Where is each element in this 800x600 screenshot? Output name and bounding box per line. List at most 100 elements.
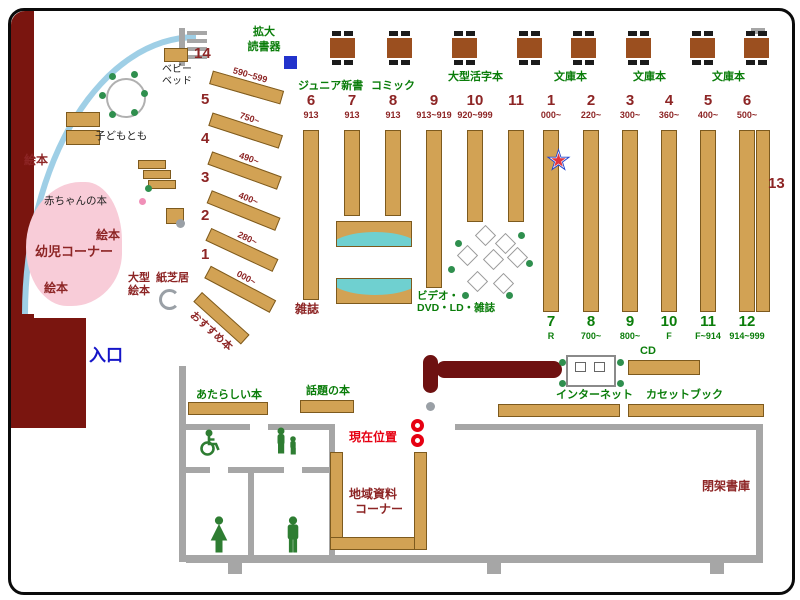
column-number: 9	[429, 92, 439, 109]
current-location-marker	[411, 434, 424, 447]
chair-icon	[131, 109, 138, 116]
junior-shinsho-label: ジュニア新書	[298, 80, 364, 92]
column-range: F~914	[695, 330, 721, 341]
column-range: 913~919	[416, 109, 452, 120]
bunko-label: 文庫本	[554, 71, 587, 83]
seat-icon	[492, 272, 515, 295]
stairs-step	[187, 31, 207, 35]
chair-icon	[109, 73, 116, 80]
pillar-icon	[159, 289, 180, 310]
chair-icon	[455, 240, 462, 247]
chair-icon	[518, 232, 525, 239]
cd-shelf	[628, 360, 700, 375]
service-counter	[436, 361, 562, 378]
bookshelf	[508, 130, 524, 222]
womens-toilet-icon	[208, 516, 230, 559]
pillar-dot	[176, 219, 185, 228]
pillar-dot	[426, 402, 435, 411]
new-books-label: あたらしい本	[196, 389, 262, 401]
shelf-number: 14	[194, 45, 211, 62]
column-range: 400~	[697, 109, 719, 120]
stairs-step	[187, 39, 207, 43]
column-number: 6	[742, 92, 752, 109]
wall-segment	[186, 467, 210, 473]
column-number: 4	[664, 92, 674, 109]
baby-bed-label: ベッド	[162, 76, 192, 87]
column-range: 920~999	[457, 109, 493, 120]
wall-segment	[756, 424, 763, 555]
column-range: 913	[344, 109, 360, 120]
column-range: 800~	[619, 330, 641, 341]
baby-books-label: 赤ちゃんの本	[44, 195, 107, 207]
magnifier-label: 拡大	[253, 26, 275, 38]
reading-table	[452, 31, 477, 65]
chair-icon	[506, 292, 513, 299]
chair-icon	[559, 359, 566, 366]
column-range: F	[666, 330, 672, 341]
bookshelf	[330, 537, 427, 550]
ehon-label: 絵本	[24, 153, 49, 167]
wall-segment	[268, 424, 330, 430]
reading-table	[626, 31, 651, 65]
bunko-label: 文庫本	[633, 71, 666, 83]
terminal-icon	[575, 362, 586, 372]
bookshelf	[303, 130, 319, 300]
kamishibai-label: 紙芝居	[156, 272, 189, 284]
column-number: 11	[508, 92, 524, 109]
column-range: 220~	[580, 109, 602, 120]
reading-table	[387, 31, 412, 65]
column-range: 700~	[580, 330, 602, 341]
shelf-number: 4	[201, 130, 210, 147]
column-range: 300~	[619, 109, 641, 120]
chair-icon	[617, 380, 624, 387]
rack-curve	[337, 279, 411, 295]
steps	[148, 180, 176, 189]
column-header: 11	[496, 92, 536, 110]
wall-segment	[751, 28, 765, 34]
topic-books-shelf	[300, 400, 354, 413]
service-counter	[423, 355, 438, 393]
column-number: 7	[347, 92, 357, 109]
stairs-step	[187, 47, 207, 51]
chair-icon	[99, 92, 106, 99]
large-ehon-label: 大型	[128, 272, 150, 284]
chair-icon	[448, 266, 455, 273]
entrance-label: 入口	[89, 346, 123, 365]
shelf-number: 1	[201, 246, 210, 263]
infant-corner-area	[26, 182, 122, 306]
ehon-label: 絵本	[96, 228, 121, 242]
infant-corner-label: 幼児コーナー	[34, 244, 113, 259]
bookshelf	[700, 130, 716, 312]
column-range: 913	[303, 109, 319, 120]
video-corner-label: ビデオ・	[417, 290, 459, 302]
wall-segment	[455, 424, 756, 430]
seat-icon	[466, 270, 489, 293]
mens-toilet-icon	[282, 516, 304, 559]
seat-icon	[456, 244, 479, 267]
magnifier-device-icon	[284, 56, 297, 69]
shelf-number: 2	[201, 207, 210, 224]
stairs-wall	[179, 28, 185, 66]
bookshelf	[739, 130, 755, 312]
kodomotomo-label: 子どもとも	[95, 130, 148, 142]
wall-stub	[228, 561, 242, 574]
baby-bed-label: ベビー	[162, 64, 192, 75]
rack-curve	[337, 232, 411, 246]
reading-table	[571, 31, 596, 65]
column-number: 12	[738, 313, 756, 330]
column-number: 8	[388, 92, 398, 109]
column-number: 11	[700, 313, 716, 330]
column-number: 2	[586, 92, 596, 109]
chair-icon	[139, 198, 146, 205]
chair-icon	[141, 90, 148, 97]
column-range: 914~999	[729, 330, 765, 341]
large-ehon-label: 絵本	[128, 285, 150, 297]
chair-icon	[617, 359, 624, 366]
